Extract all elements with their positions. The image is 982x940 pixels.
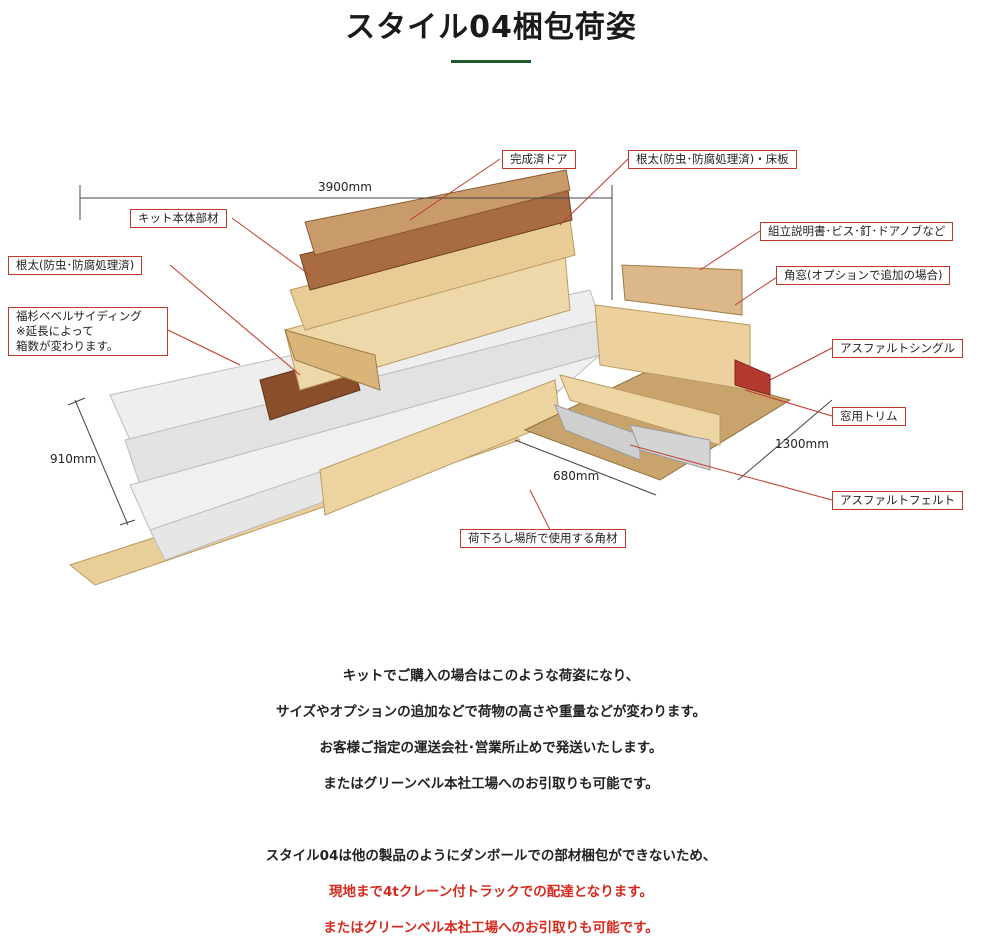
dimension-pallet-width: 1300mm: [775, 437, 829, 451]
board-stack-illustration: [284, 169, 576, 391]
callout-unloading-lumber: 荷下ろし場所で使用する角材: [460, 529, 626, 548]
callout-corner-window: 角窓(オプションで追加の場合): [776, 266, 951, 285]
callout-asphalt-shingle: アスファルトシングル: [832, 339, 963, 358]
description-line-emphasis: またはグリーンベル本社工場へのお引取りも可能です。: [323, 920, 659, 936]
callout-siding-line3: 箱数が変わります。: [16, 339, 119, 353]
callout-asphalt-felt: アスファルトフェルト: [832, 491, 963, 510]
dimension-length: 3900mm: [318, 180, 372, 194]
description-paragraph-2: スタイル04は他の製品のようにダンボールでの部材梱包ができないため、 現地まで4…: [0, 838, 982, 940]
callout-siding-line1: 福杉ベベルサイディング: [16, 309, 142, 323]
packing-diagram: 完成済ドア 根太(防虫･防腐処理済)・床板 キット本体部材 組立説明書･ビス･釘…: [0, 140, 982, 600]
pallet-illustration: [523, 264, 792, 481]
description-line: またはグリーンベル本社工場へのお引取りも可能です。: [323, 776, 659, 792]
description-line: サイズやオプションの追加などで荷物の高さや重量などが変わります。: [276, 704, 706, 720]
dimension-pallet-depth: 680mm: [553, 469, 600, 483]
description-line: キットでご購入の場合はこのような荷姿になり、: [342, 668, 640, 684]
dimension-lines: [67, 185, 833, 526]
callout-leader-lines: [167, 158, 833, 531]
callout-kit-body: キット本体部材: [130, 209, 227, 228]
callout-siding-line2: ※延長によって: [16, 324, 94, 338]
callout-manual-screws: 組立説明書･ビス･釘･ドアノブなど: [760, 222, 954, 241]
callout-siding: 福杉ベベルサイディング ※延長によって 箱数が変わります。: [8, 307, 168, 356]
packing-photo-illustration: [67, 158, 833, 586]
callout-window-trim: 窓用トリム: [832, 407, 906, 426]
description-line: スタイル04は他の製品のようにダンボールでの部材梱包ができないため、: [265, 848, 717, 864]
dimension-height: 910mm: [50, 452, 97, 466]
description-line-emphasis: 現地まで4tクレーン付トラックでの配達となります。: [329, 884, 653, 900]
callout-finished-door: 完成済ドア: [502, 150, 576, 169]
page-title: スタイル04梱包荷姿: [345, 10, 637, 45]
title-underline: [451, 60, 531, 63]
description-paragraph-1: キットでご購入の場合はこのような荷姿になり、 サイズやオプションの追加などで荷物…: [0, 658, 982, 802]
callout-sleeper: 根太(防虫･防腐処理済): [8, 256, 143, 275]
callout-sleeper-floor: 根太(防虫･防腐処理済)・床板: [628, 150, 797, 169]
description-line: お客様ご指定の運送会社･営業所止めで発送いたします。: [319, 740, 663, 756]
